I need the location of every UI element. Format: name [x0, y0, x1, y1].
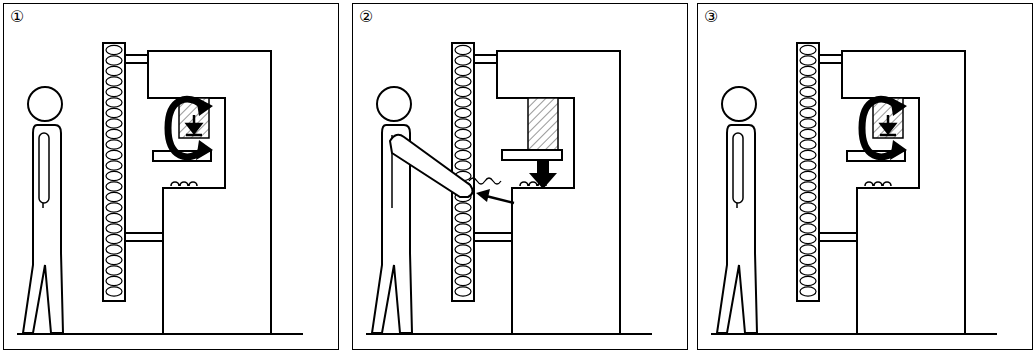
- panel-frame: [353, 4, 688, 350]
- bracket: [125, 55, 148, 63]
- bracket: [474, 233, 512, 241]
- curtain-beams: [800, 45, 816, 296]
- bracket: [474, 55, 497, 63]
- bracket: [819, 55, 842, 63]
- panel-number: ①: [10, 9, 24, 25]
- operator: [372, 87, 473, 333]
- detection-wave: [469, 178, 501, 184]
- curtain-beams: [455, 45, 471, 296]
- panel: [698, 4, 1033, 350]
- panel-number: ②: [359, 9, 373, 25]
- panel: [353, 4, 688, 350]
- operator: [717, 87, 757, 333]
- cycle-arrowheads: [890, 97, 907, 160]
- panel: [4, 4, 339, 350]
- stop-arrow: [880, 115, 896, 135]
- platen: [502, 150, 562, 160]
- press-frame: [148, 51, 271, 334]
- panel-frame: [698, 4, 1033, 350]
- panel-number: ③: [704, 9, 718, 25]
- workpiece-symbol: [865, 182, 891, 186]
- cycle-arrowheads: [196, 97, 213, 160]
- ram: [528, 98, 558, 150]
- operator: [23, 87, 63, 333]
- bracket: [125, 233, 163, 241]
- detect-arrow: [486, 196, 514, 203]
- down-arrow: [529, 160, 557, 189]
- curtain-beams: [106, 45, 122, 296]
- bracket: [819, 233, 857, 241]
- stop-arrow: [186, 115, 202, 135]
- light-curtain: [452, 43, 474, 301]
- workpiece-symbol: [171, 182, 197, 186]
- panel-frame: [4, 4, 339, 350]
- press-frame: [497, 51, 620, 334]
- light-curtain: [797, 43, 819, 301]
- detect-arrowhead: [476, 189, 490, 202]
- light-curtain: [103, 43, 125, 301]
- press-frame: [842, 51, 965, 334]
